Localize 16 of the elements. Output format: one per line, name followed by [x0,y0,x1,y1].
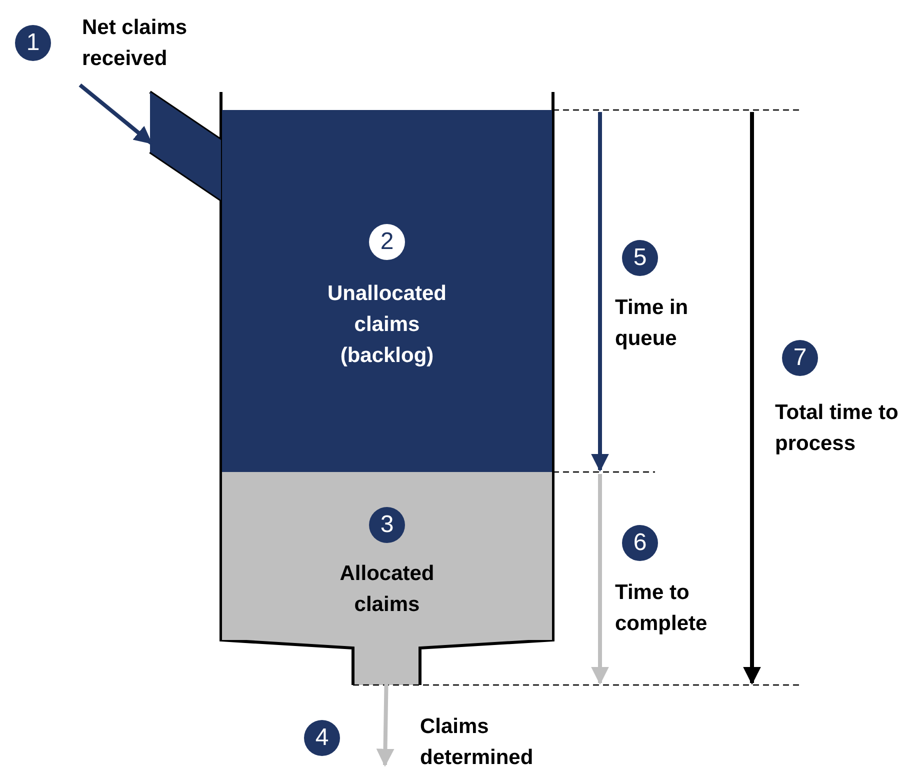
number-circle: 4 [304,720,340,756]
number-circle: 1 [15,25,51,61]
number-circle: 7 [782,340,818,376]
region-label: Unallocated claims (backlog) [326,281,448,369]
step-label: Total time to process [775,400,900,457]
step-label: Time to complete [615,580,708,637]
step-label: Claims determined [420,714,534,767]
region-label: Allocated claims [338,561,436,618]
step-label: Net claims received [82,15,188,72]
arrow [78,83,152,145]
number-circle: 2 [369,224,405,260]
number-circle: 3 [369,507,405,543]
backlog-region [222,110,552,472]
number-circle: 6 [622,525,658,561]
step-label: Time in queue [615,295,690,352]
number-circle: 5 [622,240,658,276]
